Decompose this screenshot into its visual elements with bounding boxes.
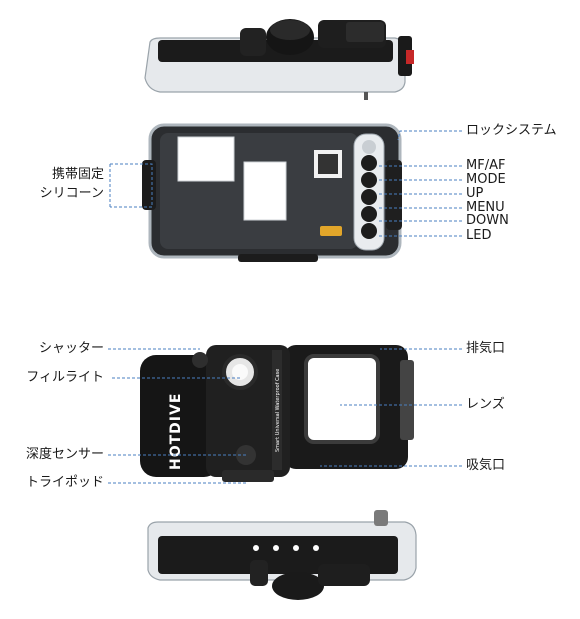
label-mf-af: MF/AF bbox=[466, 158, 506, 173]
label-tripod: トライポッド bbox=[25, 475, 104, 490]
label-menu: MENU bbox=[466, 200, 505, 215]
case-front-view: HOTDIVE Smart Universal Waterproof Case bbox=[140, 345, 414, 482]
leader-lines-top bbox=[109, 130, 462, 237]
label-intake-port: 吸気口 bbox=[466, 458, 506, 473]
case-back-view bbox=[142, 123, 402, 262]
label-down: DOWN bbox=[466, 213, 509, 228]
case-caption-text: Smart Universal Waterproof Case bbox=[275, 369, 281, 452]
label-lock-system: ロックシステム bbox=[466, 123, 557, 138]
label-lens: レンズ bbox=[466, 397, 505, 412]
label-led: LED bbox=[466, 228, 492, 243]
label-exhaust-port: 排気口 bbox=[466, 341, 506, 356]
leader-lines-bottom bbox=[108, 348, 462, 484]
label-phone-fixing: 携帯固定 bbox=[51, 167, 104, 182]
label-depth-sensor: 深度センサー bbox=[25, 447, 104, 462]
label-shutter: シャッター bbox=[38, 341, 104, 356]
label-mode: MODE bbox=[466, 172, 506, 187]
case-top-view bbox=[144, 19, 414, 100]
case-bottom-view bbox=[147, 510, 417, 600]
label-silicone: シリコーン bbox=[39, 186, 104, 201]
brand-logo-text: HOTDIVE bbox=[168, 393, 184, 470]
label-up: UP bbox=[466, 186, 484, 201]
label-fill-light: フィルライト bbox=[26, 370, 104, 385]
